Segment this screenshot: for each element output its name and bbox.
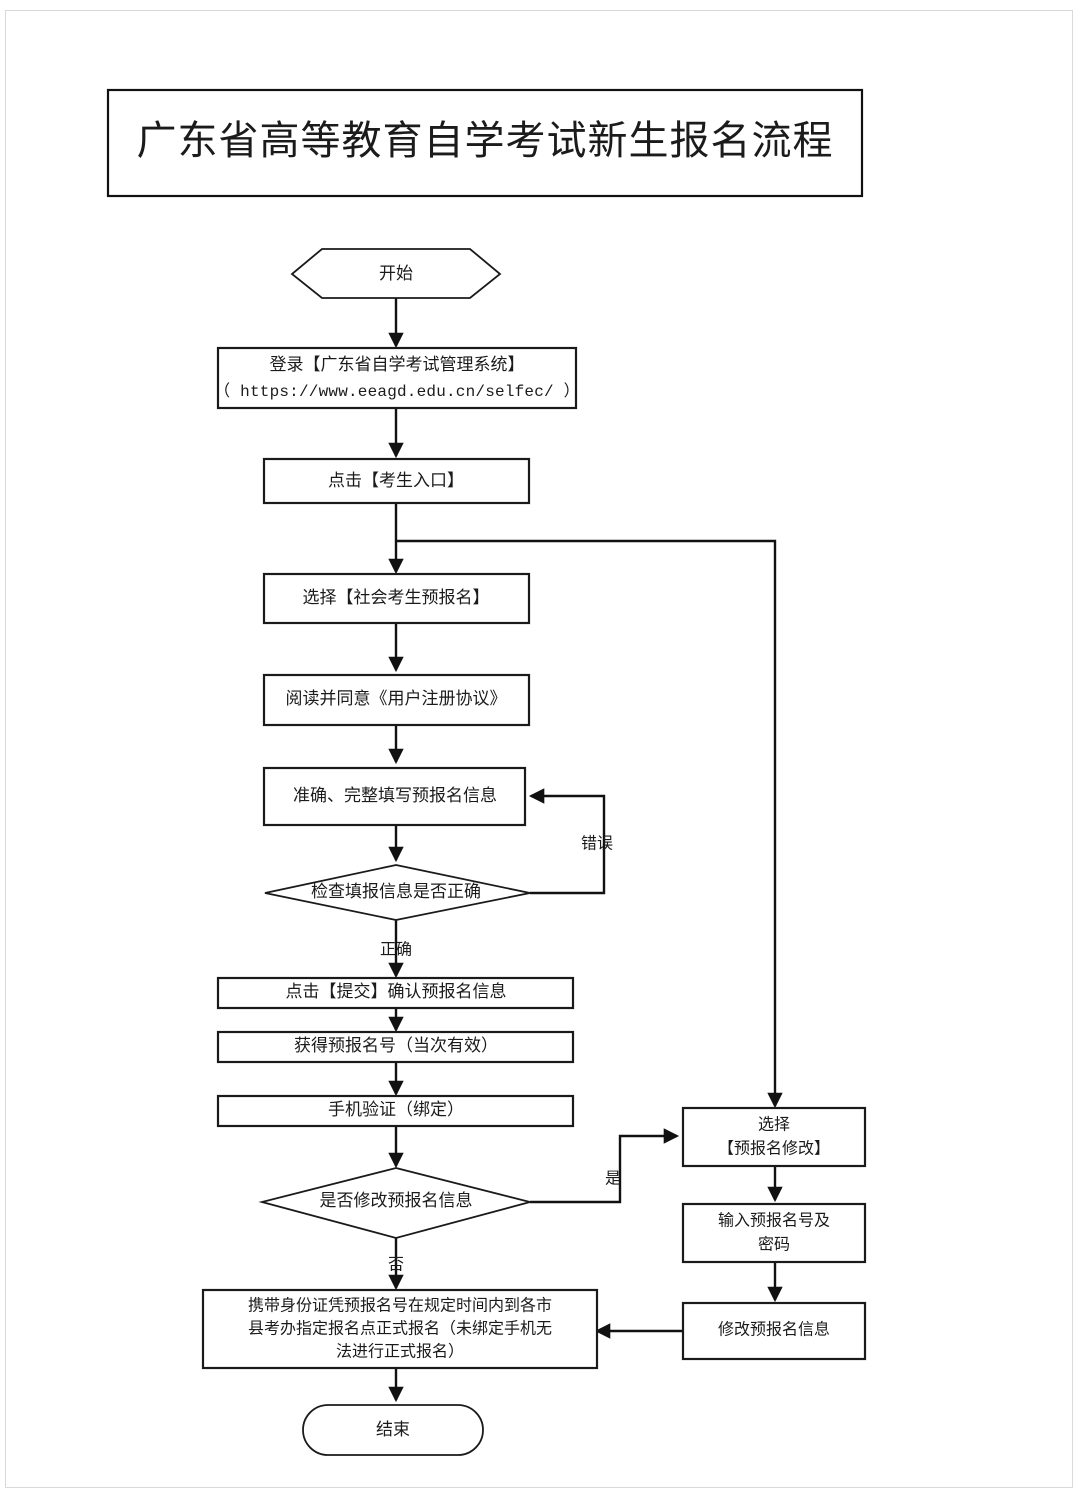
edge-modifyq-choosemodify-yes	[530, 1128, 680, 1204]
edge-labels: 错误 正确 是 否	[380, 835, 621, 1274]
node-login-url: （ https://www.eeagd.edu.cn/selfec/ ）	[214, 382, 580, 401]
node-login-label-line1: 登录【广东省自学考试管理系统】	[270, 355, 525, 374]
edge-label-right: 正确	[380, 941, 412, 959]
node-input-credentials-line2: 密码	[758, 1236, 790, 1254]
node-login[interactable]: 登录【广东省自学考试管理系统】 （ https://www.eeagd.edu.…	[214, 346, 580, 410]
node-final-registration-line3: 法进行正式报名）	[336, 1343, 464, 1361]
node-end-label: 结束	[376, 1420, 410, 1439]
node-get-registration-number-label: 获得预报名号（当次有效）	[294, 1036, 498, 1055]
node-check-decision[interactable]: 检查填报信息是否正确	[264, 864, 531, 921]
edge-entry-choosemodify	[396, 539, 783, 1109]
node-modify-decision[interactable]: 是否修改预报名信息	[258, 1167, 534, 1239]
node-choose-pre-registration[interactable]: 选择【社会考生预报名】	[262, 572, 531, 625]
node-final-registration-line1: 携带身份证凭预报名号在规定时间内到各市	[248, 1297, 552, 1315]
node-agree-agreement-label: 阅读并同意《用户注册协议》	[286, 689, 507, 708]
node-phone-verification[interactable]: 手机验证（绑定）	[216, 1094, 575, 1128]
node-entry[interactable]: 点击【考生入口】	[262, 457, 531, 505]
edge-check-fill-wrong	[528, 788, 606, 895]
node-final-registration-line2: 县考办指定报名点正式报名（未绑定手机无	[248, 1320, 552, 1338]
node-choose-modify-line1: 选择	[758, 1116, 790, 1134]
node-input-credentials-line1: 输入预报名号及	[718, 1212, 830, 1230]
node-end[interactable]: 结束	[302, 1404, 484, 1456]
node-fill-information[interactable]: 准确、完整填写预报名信息	[262, 766, 527, 827]
node-final-registration[interactable]: 携带身份证凭预报名号在规定时间内到各市 县考办指定报名点正式报名（未绑定手机无 …	[201, 1288, 599, 1370]
node-agree-agreement[interactable]: 阅读并同意《用户注册协议》	[262, 673, 531, 727]
node-fill-information-label: 准确、完整填写预报名信息	[293, 786, 497, 805]
node-get-registration-number[interactable]: 获得预报名号（当次有效）	[216, 1030, 575, 1064]
node-check-decision-label: 检查填报信息是否正确	[311, 882, 481, 901]
connectors	[388, 298, 783, 1403]
node-do-modify[interactable]: 修改预报名信息	[681, 1301, 867, 1361]
edge-label-yes: 是	[605, 1171, 621, 1188]
node-do-modify-label: 修改预报名信息	[718, 1321, 830, 1339]
edge-label-wrong: 错误	[581, 835, 613, 853]
title-box: 广东省高等教育自学考试新生报名流程	[106, 88, 864, 198]
node-start-label: 开始	[379, 264, 413, 283]
node-choose-modify[interactable]: 选择 【预报名修改】	[681, 1106, 867, 1168]
node-choose-modify-line2: 【预报名修改】	[718, 1140, 830, 1158]
node-choose-pre-registration-label: 选择【社会考生预报名】	[303, 588, 490, 607]
node-entry-label: 点击【考生入口】	[328, 471, 464, 490]
edge-label-no: 否	[388, 1257, 404, 1274]
node-start[interactable]: 开始	[290, 248, 502, 299]
node-submit-confirm[interactable]: 点击【提交】确认预报名信息	[216, 976, 575, 1010]
node-submit-confirm-label: 点击【提交】确认预报名信息	[286, 982, 507, 1001]
page-title: 广东省高等教育自学考试新生报名流程	[137, 118, 834, 163]
node-input-credentials[interactable]: 输入预报名号及 密码	[681, 1202, 867, 1264]
node-phone-verification-label: 手机验证（绑定）	[328, 1100, 464, 1119]
node-modify-decision-label: 是否修改预报名信息	[320, 1191, 473, 1210]
